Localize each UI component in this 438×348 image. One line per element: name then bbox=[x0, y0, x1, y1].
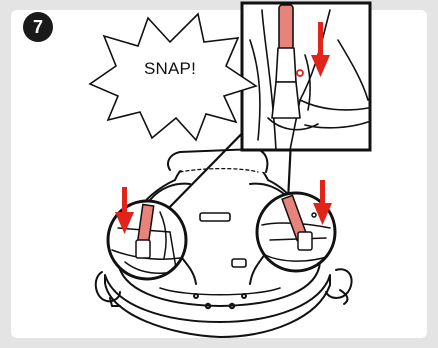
inset-detail-icon bbox=[240, 1, 372, 152]
down-arrow-icon bbox=[313, 180, 332, 225]
snap-callout-text: SNAP! bbox=[143, 59, 197, 78]
snap-burst-icon bbox=[88, 12, 258, 142]
zoom-circle-right-icon bbox=[255, 191, 337, 273]
down-arrow-icon bbox=[311, 22, 330, 77]
step-number-badge: 7 bbox=[23, 12, 53, 42]
down-arrow-icon bbox=[115, 187, 134, 234]
